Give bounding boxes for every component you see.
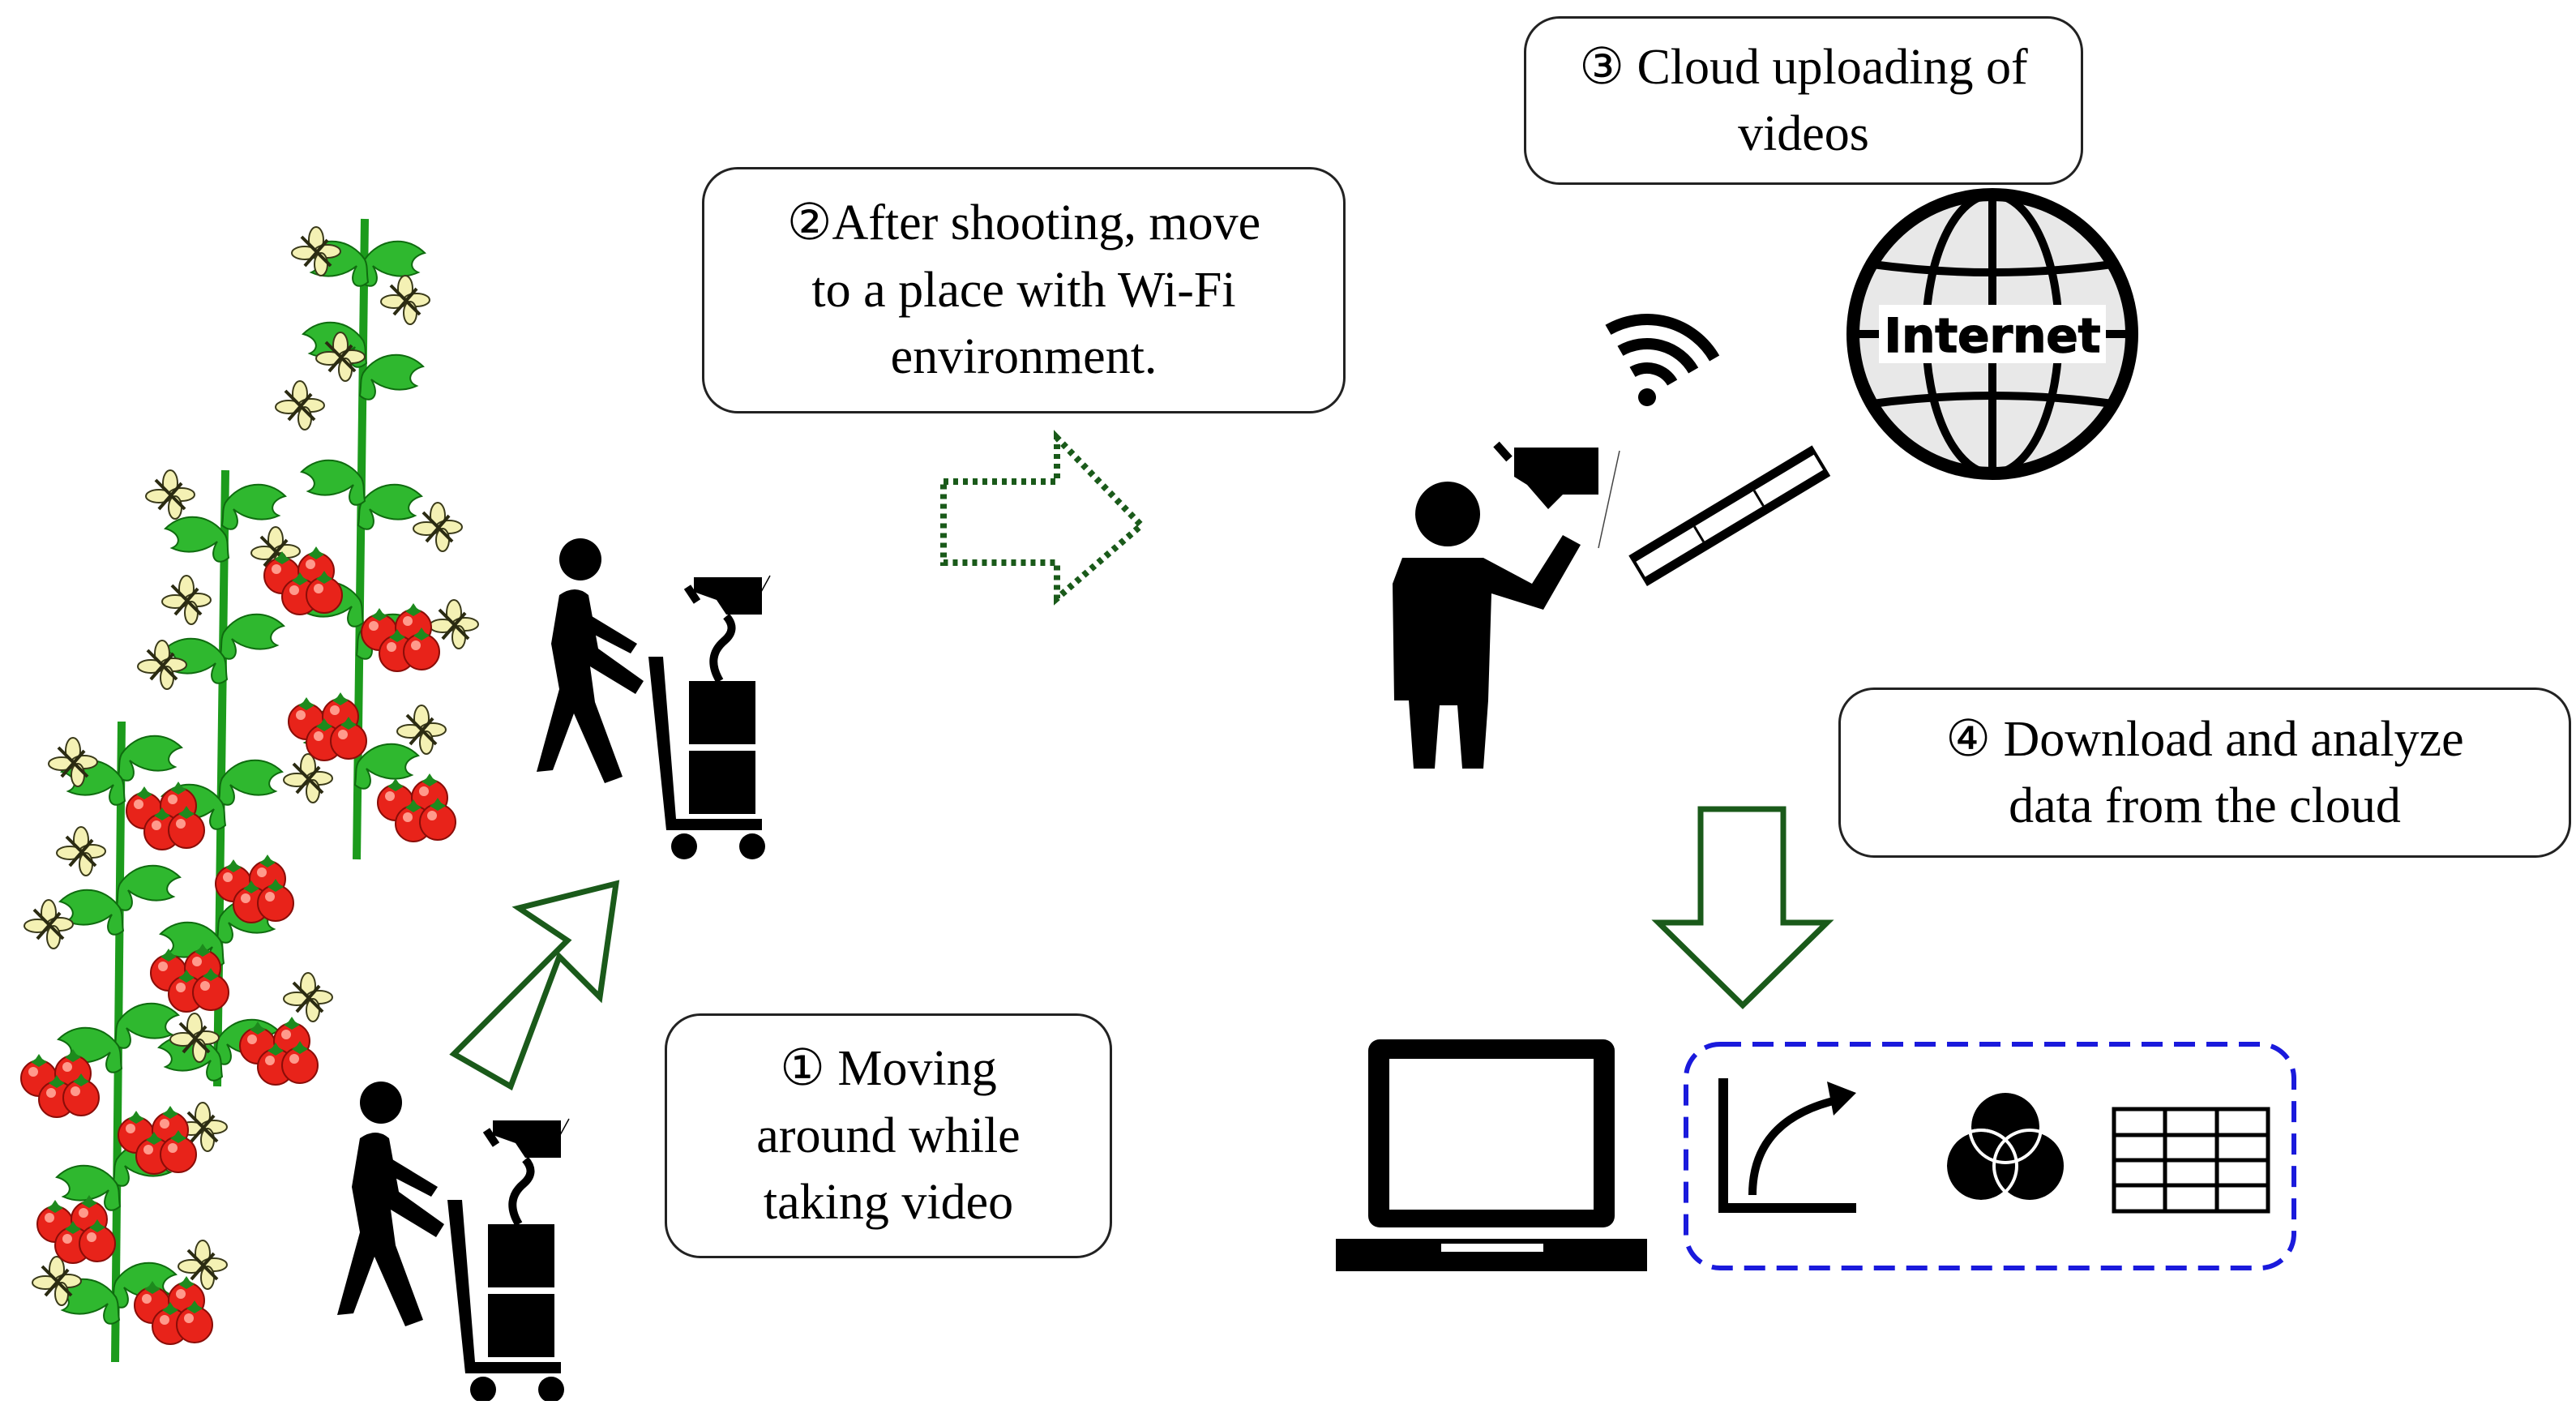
step-3-line-2: videos [1738,106,1869,161]
analysis-dashed-box [1684,1042,2296,1270]
step-3-callout: ③ Cloud uploading of videos [1524,16,2083,185]
step-1-line-3: taking video [763,1175,1014,1231]
internet-globe-icon: Internet [1846,188,2138,480]
step-1-line-2: around while [756,1107,1021,1163]
download-arrow [1651,806,1834,1009]
table-grid-icon [2112,1107,2270,1214]
film-strip-icon [1628,445,1831,587]
person-holding-camera [1393,441,1620,769]
laptop-icon [1336,1039,1647,1271]
step-2-line-2: to a place with Wi-Fi [811,262,1236,318]
move-up-arrow [449,880,620,1091]
tomato-plant-row [21,218,480,1363]
step-2-line-3: environment. [890,329,1157,385]
dotted-right-arrow [940,430,1146,606]
step-1-callout: ① Moving around while taking video [665,1013,1112,1258]
growth-curve-chart-icon [1718,1078,1856,1213]
step-3-line-1: ③ Cloud uploading of [1579,39,2028,95]
person-pushing-camera-cart-lower [337,1082,569,1401]
step-4-line-1: ④ Download and analyze [1945,711,2464,767]
step-4-callout: ④ Download and analyze data from the clo… [1838,688,2571,858]
person-pushing-camera-cart [537,538,770,859]
step-2-callout: ②After shooting, move to a place with Wi… [702,167,1346,413]
wifi-icon [1605,314,1720,406]
step-4-line-2: data from the cloud [2009,778,2401,833]
globe-label: Internet [1885,308,2101,363]
step-1-line-1: ① Moving [780,1041,997,1097]
venn-diagram-icon [1944,1090,2067,1203]
step-2-line-1: ②After shooting, move [786,195,1261,251]
